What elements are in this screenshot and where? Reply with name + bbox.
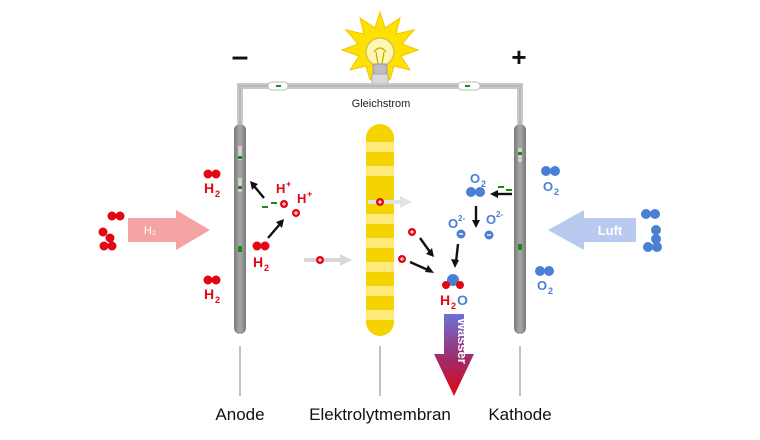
svg-text:O: O	[486, 212, 496, 227]
h2-molecule-mid	[252, 241, 270, 251]
o2-molecule-cathode	[466, 187, 485, 197]
current-label: Gleichstrom	[352, 98, 411, 110]
oxide-ion-2: O 2-	[484, 210, 503, 240]
hydrogen-input-arrow: H₂	[128, 210, 210, 250]
o2-label-cathode: O 2	[470, 171, 486, 189]
o2-molecules-air-input	[641, 209, 662, 252]
svg-text:2-: 2-	[496, 210, 503, 219]
h2-molecule-bottom	[203, 275, 221, 285]
h2-label-top: H 2	[204, 180, 220, 199]
oxide-ion-1: O 2-	[448, 214, 466, 239]
h2-label-bottom: H 2	[204, 286, 220, 305]
svg-text:H₂: H₂	[144, 225, 156, 237]
plus-sign: +	[511, 42, 526, 72]
electron-3	[498, 186, 504, 188]
proton-path-arrow-1	[304, 254, 352, 266]
svg-text:2: 2	[554, 187, 559, 197]
proton-3	[316, 256, 324, 264]
proton-path-arrow-2	[368, 196, 412, 208]
svg-text:H: H	[440, 292, 450, 308]
svg-text:2: 2	[215, 189, 220, 199]
anode-label: Anode	[215, 405, 264, 424]
h-plus-label-2: H +	[297, 189, 312, 206]
svg-text:2: 2	[264, 263, 269, 273]
o2-label-right-bottom: O 2	[537, 278, 553, 296]
water-output-arrow: Wasser	[434, 314, 474, 396]
svg-text:O: O	[543, 179, 553, 194]
electrolyte-membrane	[366, 124, 394, 336]
h2-molecule-left-input	[98, 211, 125, 251]
electron-marker-left	[267, 81, 289, 91]
proton-1	[280, 200, 288, 208]
cathode-electrode	[514, 124, 526, 334]
svg-text:H: H	[297, 191, 306, 206]
o2-molecule-right-bottom	[535, 266, 554, 276]
svg-text:Luft: Luft	[598, 223, 623, 238]
svg-text:H: H	[204, 180, 214, 196]
h2-label-mid: H 2	[253, 254, 269, 273]
proton-2	[292, 209, 300, 217]
svg-text:+: +	[286, 179, 291, 189]
h2o-label: H 2 O	[440, 292, 468, 311]
o2-label-right-top: O 2	[543, 179, 559, 197]
membrane-label: Elektrolytmembran	[309, 405, 451, 424]
svg-text:2: 2	[481, 179, 486, 189]
svg-text:2: 2	[215, 295, 220, 305]
svg-text:O: O	[470, 171, 480, 186]
cathode-label: Kathode	[488, 405, 551, 424]
proton-6	[398, 255, 406, 263]
svg-text:O: O	[537, 278, 547, 293]
electron-4	[506, 189, 512, 191]
svg-text:H: H	[253, 254, 263, 270]
svg-text:2-: 2-	[458, 214, 465, 223]
electron-2	[271, 202, 277, 204]
water-molecule	[442, 274, 464, 289]
svg-text:+: +	[307, 189, 312, 199]
h-plus-label-1: H +	[276, 179, 291, 196]
svg-text:Wasser: Wasser	[455, 318, 470, 364]
svg-text:2: 2	[451, 301, 456, 311]
air-input-arrow: Luft	[548, 210, 636, 250]
o2-molecule-right-top	[541, 166, 560, 176]
svg-text:H: H	[204, 286, 214, 302]
proton-4	[376, 198, 384, 206]
svg-text:H: H	[276, 181, 285, 196]
minus-sign: –	[232, 40, 249, 73]
anode-electrode	[234, 124, 246, 334]
svg-text:O: O	[448, 216, 458, 231]
reaction-arrows	[250, 181, 512, 273]
proton-5	[408, 228, 416, 236]
svg-text:2: 2	[548, 286, 553, 296]
electron-1	[262, 206, 268, 208]
svg-text:O: O	[457, 292, 468, 308]
electron-marker-right	[457, 81, 481, 91]
h2-molecule-top	[203, 169, 221, 179]
